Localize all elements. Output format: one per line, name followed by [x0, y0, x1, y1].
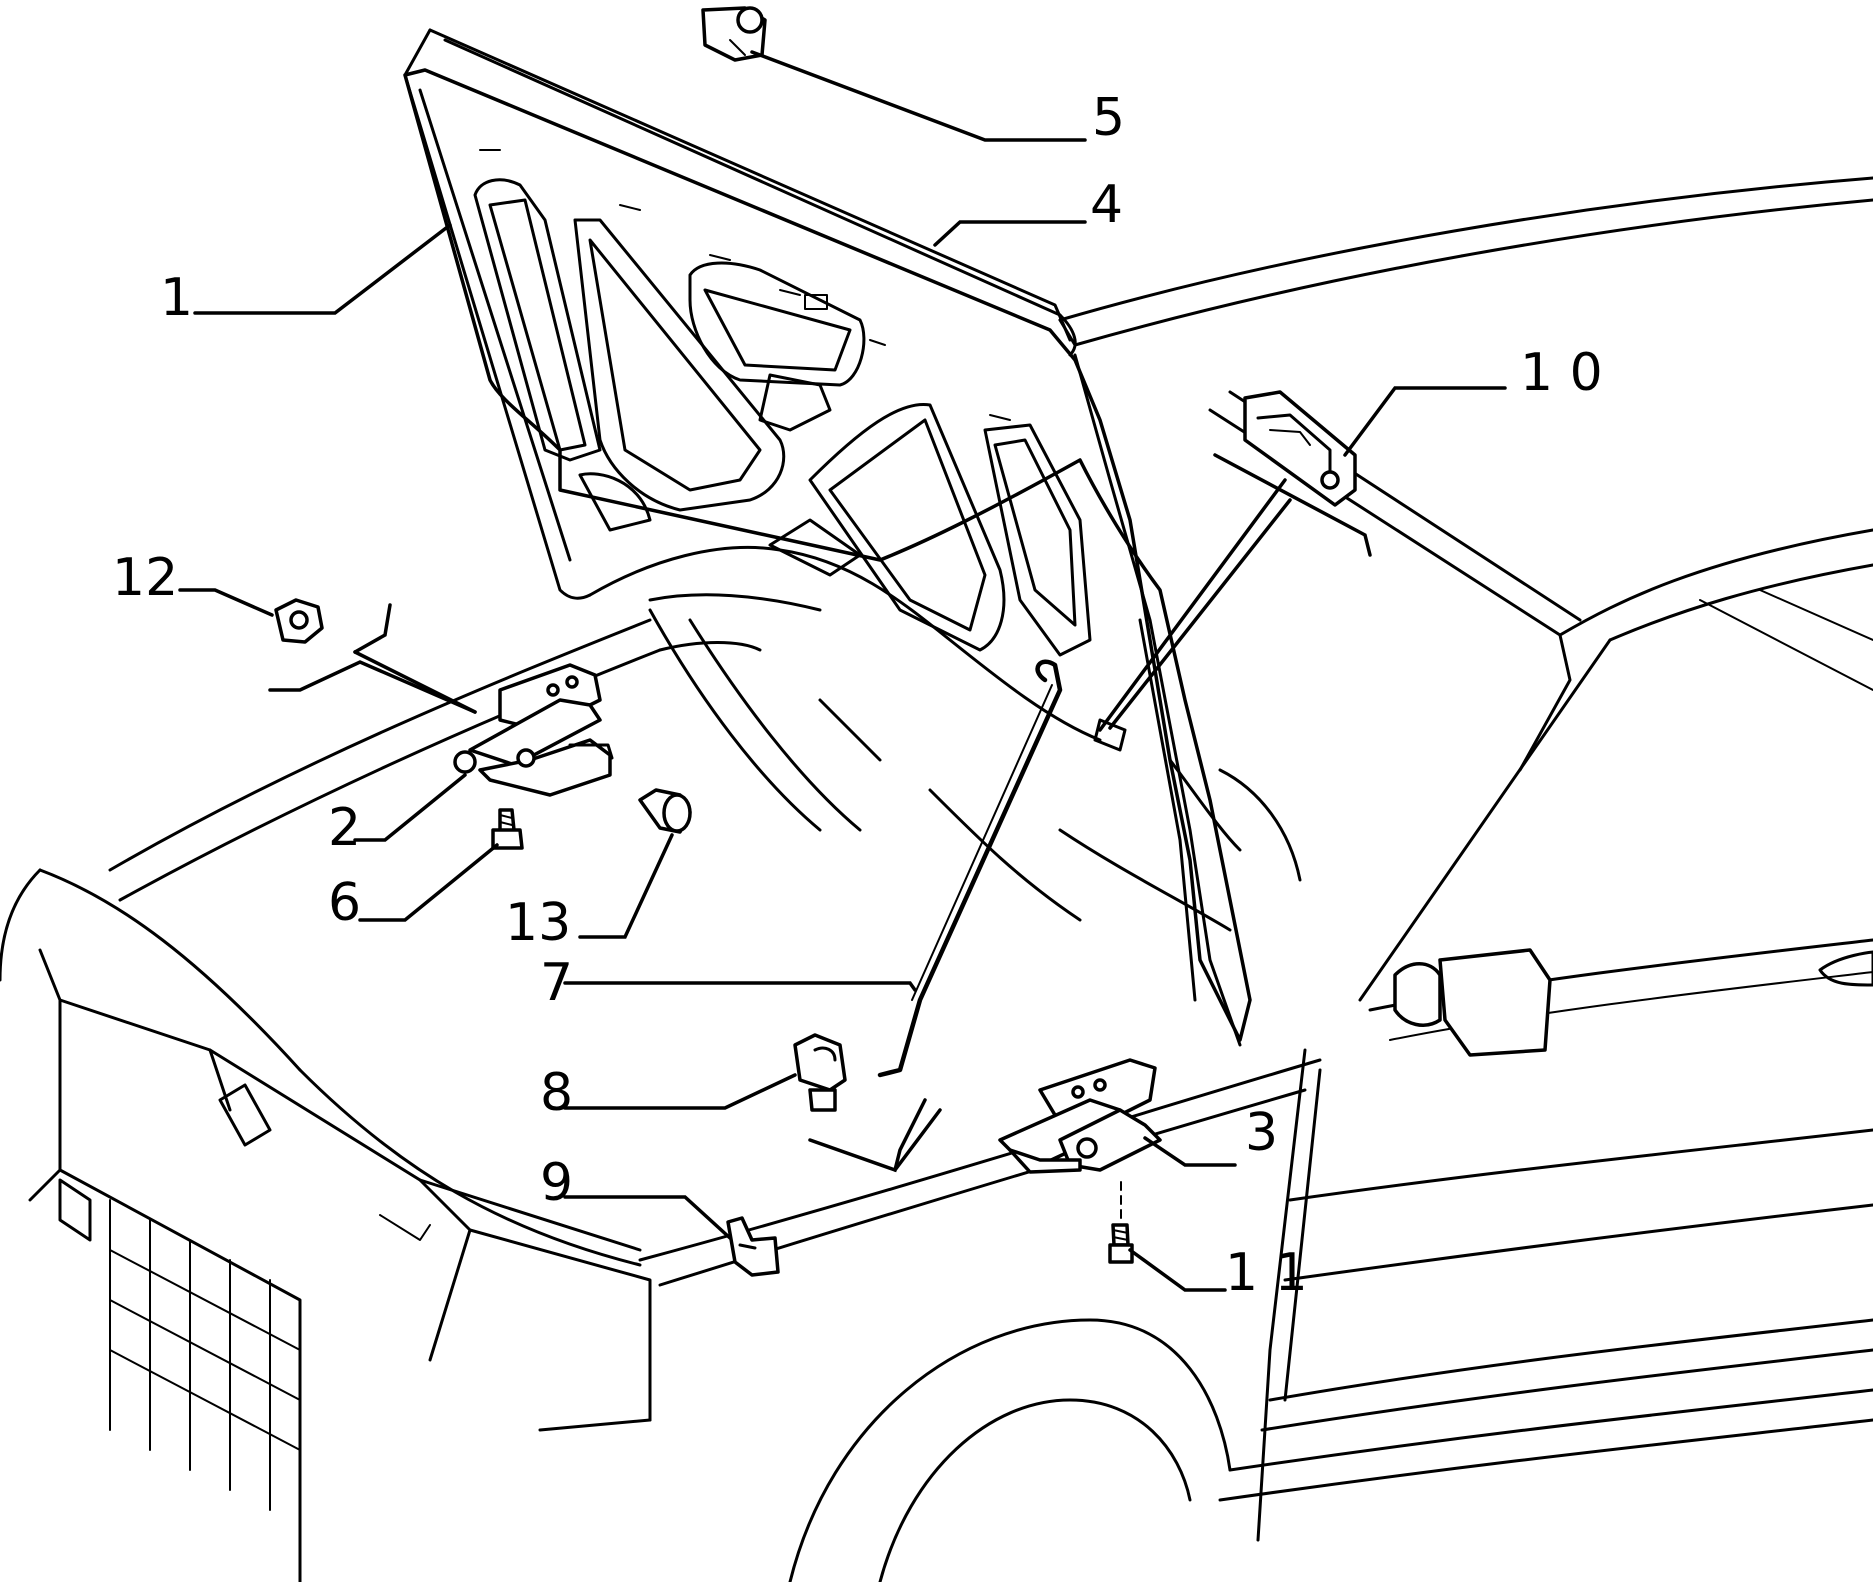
leader-4 [933, 220, 1087, 247]
callout-8: 8 [540, 1063, 573, 1123]
callout-13: 13 [505, 893, 571, 953]
leader-11 [1128, 1248, 1227, 1292]
leader-8 [563, 1073, 797, 1110]
callout-4: 4 [1090, 175, 1123, 235]
hinge-right-part-3 [998, 1058, 1162, 1174]
screw-part-11 [1108, 1181, 1134, 1264]
lock-striker-part-10 [1243, 390, 1357, 507]
callout-1: 1 [160, 268, 193, 328]
hinge-left-part-2 [453, 663, 614, 797]
callout-11: 1 1 [1225, 1243, 1308, 1303]
callout-12: 12 [112, 548, 178, 608]
callout-9: 9 [540, 1153, 573, 1213]
nut-part-12 [274, 598, 324, 644]
leader-13 [578, 833, 674, 939]
callout-7: 7 [540, 953, 573, 1013]
leader-12 [178, 588, 274, 617]
leader-lines [178, 50, 1507, 1292]
leader-6 [358, 843, 499, 922]
callout-2: 2 [328, 798, 361, 858]
leader-1 [193, 223, 452, 315]
callout-6: 6 [328, 873, 361, 933]
leader-3 [1143, 1136, 1237, 1167]
leader-9 [563, 1195, 732, 1240]
bonnet-prop-rod [877, 659, 1063, 1078]
callout-5: 5 [1092, 88, 1125, 148]
engine-bay-lines [648, 608, 1302, 932]
bracket-part-9 [726, 1216, 780, 1277]
leader-10 [1343, 386, 1507, 457]
leader-5 [750, 50, 1087, 142]
callout-10: 1 0 [1520, 343, 1603, 403]
door-mirror [1393, 948, 1552, 1057]
leader-2 [353, 773, 467, 842]
bolt-part-6 [491, 808, 524, 850]
callout-labels: 1 2 3 4 5 6 7 8 9 1 0 1 1 12 13 [112, 88, 1603, 1303]
bonnet-panel [403, 28, 1252, 1047]
leader-7 [563, 981, 917, 992]
callout-3: 3 [1245, 1103, 1278, 1163]
plug-part-13 [638, 788, 692, 834]
catch-part-8 [793, 1033, 847, 1112]
